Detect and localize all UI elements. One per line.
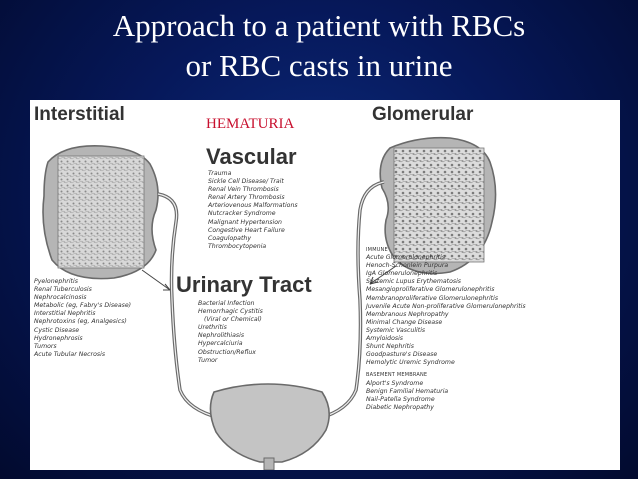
list-item: Coagulopathy (208, 234, 251, 242)
urinary-tract-heading: Urinary Tract (176, 272, 312, 297)
list-item: Hemolytic Uremic Syndrome (366, 359, 455, 367)
list-item: Tumors (34, 342, 57, 350)
list-item: Urethritis (198, 324, 227, 332)
list-item: Systemic Lupus Erythematosis (366, 278, 462, 286)
list-item: Sickle Cell Disease/ Trait (208, 178, 284, 186)
list-item: IgA Glomerulonephritis (366, 270, 438, 278)
list-item: Interstitial Nephritis (34, 310, 96, 318)
diagram-drawing (42, 136, 497, 470)
list-item: Hemorrhagic Cystitis (198, 308, 263, 316)
list-item: Shunt Nephritis (366, 343, 415, 351)
list-item: Membranoproliferative Glomerulonephritis (366, 294, 499, 302)
list-item: Obstruction/Reflux (198, 348, 256, 356)
interstitial-list: Pyelonephritis Renal Tuberculosis Nephro… (34, 278, 131, 359)
list-item: Nephrocalcinosis (34, 294, 87, 302)
immune-label: IMMUNE (366, 247, 388, 253)
list-item: Benign Familial Hematuria (366, 387, 449, 395)
list-item: Congestive Heart Failure (208, 226, 285, 234)
list-item: Diabetic Nephropathy (366, 403, 434, 411)
slide-title-line-2: or RBC casts in urine (185, 48, 453, 83)
right-kidney-arrow (369, 265, 397, 285)
left-kidney-arrow (141, 269, 171, 291)
slide-title-line-1: Approach to a patient with RBCs (112, 8, 526, 43)
interstitial-heading: Interstitial (34, 104, 125, 125)
hematuria-diagram: Interstitial Glomerular HEMATURIA Vascul… (30, 100, 620, 470)
list-item: Acute Glomerulonephritis (366, 254, 446, 262)
urethra (263, 457, 275, 470)
list-item: Pyelonephritis (34, 278, 78, 285)
slide-title: Approach to a patient with RBCs or RBC c… (0, 6, 638, 86)
glomerular-heading: Glomerular (372, 104, 474, 125)
list-item: Trauma (208, 170, 232, 177)
list-item: Nephrolithiasis (198, 332, 245, 340)
list-item: Nephrotoxins (eg, Analgesics) (34, 318, 127, 326)
glomerular-list: IMMUNE Acute Glomerulonephritis Henoch-S… (366, 246, 526, 412)
list-item: Renal Tuberculosis (34, 286, 92, 294)
list-item: Metabolic (eg, Fabry's Disease) (34, 302, 132, 310)
vascular-heading: Vascular (206, 144, 297, 169)
list-item: Thrombocytopenia (208, 242, 267, 250)
list-item: Nutcracker Syndrome (208, 210, 276, 218)
urinary-tract-list: Bacterial Infection Hemorrhagic Cystitis… (198, 300, 263, 365)
basement-membrane-label: BASEMENT MEMBRANE (366, 372, 428, 379)
list-item: Systemic Vasculitis (366, 326, 426, 334)
list-item: Henoch-Schonlein Purpura (366, 262, 449, 270)
left-kidney-tissue (57, 155, 145, 269)
list-item: Mesangioproliferative Glomerulonephritis (366, 286, 495, 294)
vascular-list: Trauma Sickle Cell Disease/ Trait Renal … (208, 170, 298, 251)
list-item: Hydronephrosis (34, 334, 83, 342)
list-item: Tumor (198, 356, 218, 364)
list-item: Hypercalciuria (198, 340, 243, 348)
bladder (209, 383, 330, 463)
list-item: Bacterial Infection (198, 300, 255, 307)
right-kidney-tissue (393, 147, 485, 263)
list-item: Alport's Syndrome (366, 379, 424, 387)
list-item: Nail-Patella Syndrome (366, 395, 435, 403)
list-item: Juvenile Acute Non-proliferative Glomeru… (366, 302, 526, 310)
list-item: Malignant Hypertension (208, 218, 282, 226)
list-item: Membranous Nephropathy (366, 310, 449, 318)
list-item: Minimal Change Disease (366, 318, 443, 326)
list-item: Renal Vein Thrombosis (208, 186, 279, 194)
list-item: Cystic Disease (34, 326, 80, 334)
list-item: Goodpasture's Disease (366, 351, 438, 359)
list-item: (Viral or Chemical) (204, 316, 262, 324)
list-item: Arteriovenous Malformations (208, 202, 298, 210)
list-item: Amyloidosis (366, 335, 404, 343)
list-item: Acute Tubular Necrosis (34, 350, 106, 358)
hematuria-label: HEMATURIA (206, 116, 295, 132)
list-item: Renal Artery Thrombosis (208, 194, 285, 202)
